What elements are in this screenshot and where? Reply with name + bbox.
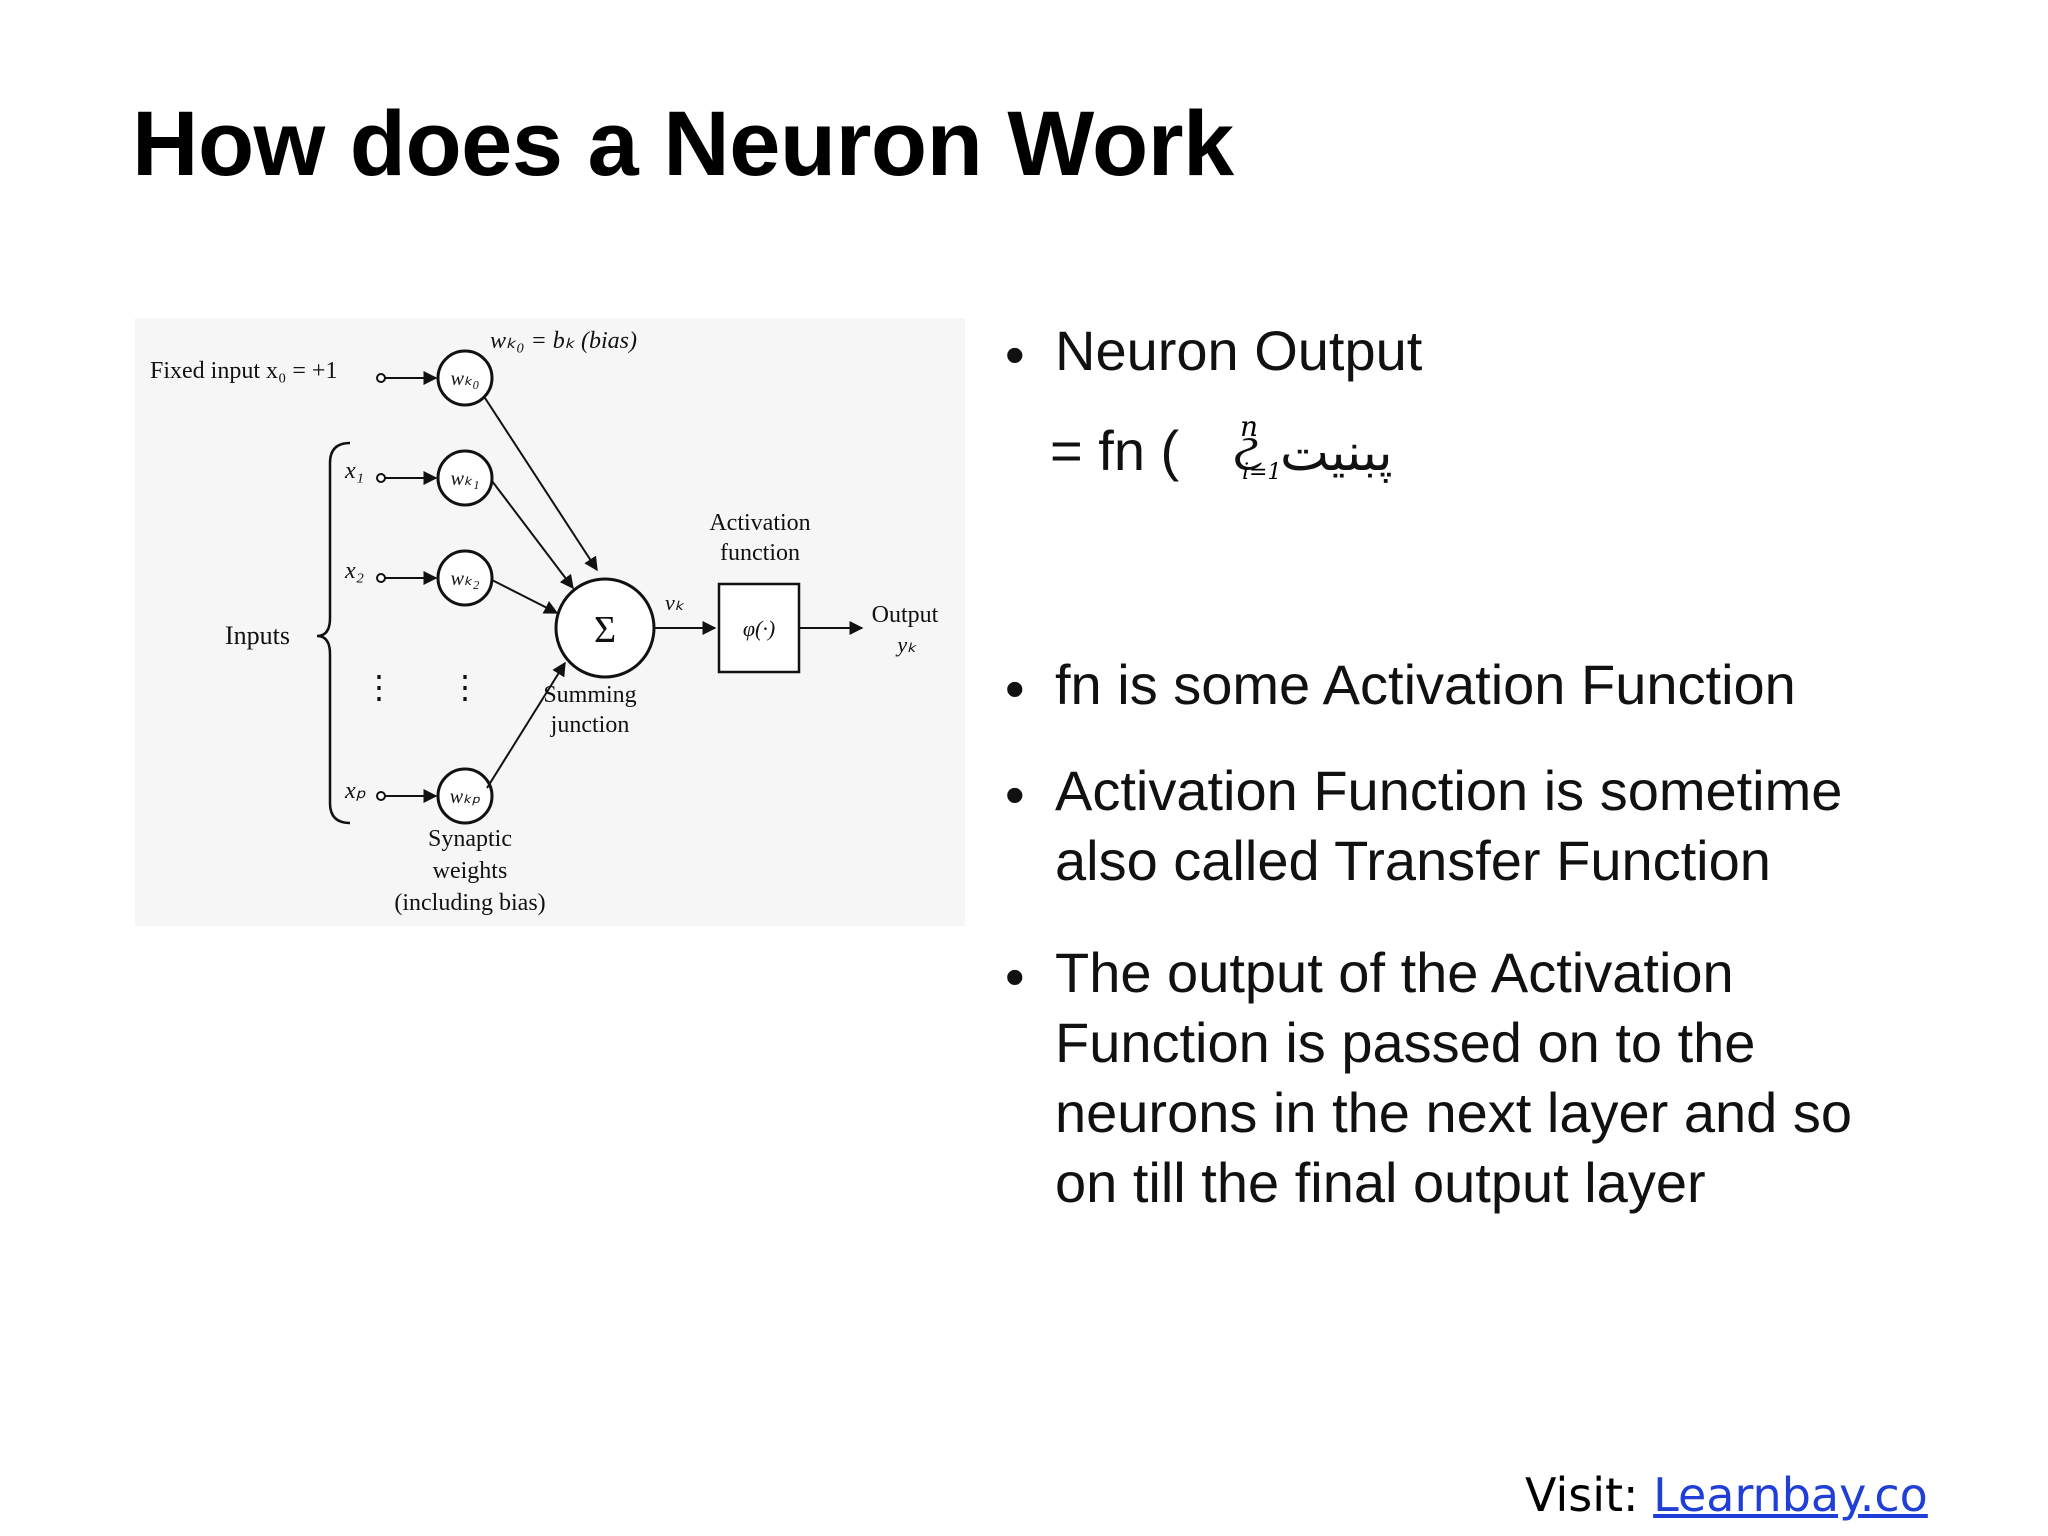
slide-title: How does a Neuron Work bbox=[132, 93, 1234, 195]
inputs-label: Inputs bbox=[225, 621, 290, 650]
input-x1-label: x₁ bbox=[344, 458, 364, 484]
bullet-text-line: Function is passed on to the bbox=[1055, 1011, 1756, 1074]
footer-visit: Visit: Learnbay.co bbox=[1525, 1468, 1928, 1522]
formula-sum-upper: n bbox=[1240, 410, 1259, 443]
input-xp-label: xₚ bbox=[344, 778, 367, 804]
neuron-diagram-svg: Fixed input x₀ = +1 wₖ₀ wₖ₀ = bₖ (bias) … bbox=[150, 328, 939, 916]
formula-prefix: = fn ( bbox=[1050, 419, 1180, 482]
phi-symbol: φ(·) bbox=[743, 616, 775, 641]
yk-label: yₖ bbox=[895, 632, 917, 657]
bullet-marker: • bbox=[1005, 657, 1025, 720]
neuron-output-formula: = fn ( ટ پبنیت bbox=[1050, 418, 1393, 484]
formula-glyphs: ટ پبنیت bbox=[1233, 423, 1393, 483]
fixed-input-label: Fixed input x₀ = +1 bbox=[150, 358, 337, 384]
synaptic-caption-1: Synaptic bbox=[428, 826, 512, 852]
bullet-text-line: Activation Function is sometime bbox=[1055, 759, 1843, 822]
formula-sum-lower: i=1 bbox=[1242, 460, 1282, 485]
weight-ellipsis: ⋮ bbox=[449, 669, 481, 705]
sigma-symbol: Σ bbox=[594, 609, 616, 651]
bullet-marker: • bbox=[1005, 323, 1025, 386]
input-ellipsis: ⋮ bbox=[363, 669, 395, 705]
bullet-activation-function: fn is some Activation Function bbox=[1055, 653, 1796, 716]
activation-function-box bbox=[717, 582, 801, 674]
weight-label-k1: wₖ₁ bbox=[451, 468, 480, 490]
learnbay-link[interactable]: Learnbay.co bbox=[1653, 1468, 1928, 1522]
weight-node-k0 bbox=[436, 349, 494, 407]
summing-caption-1: Summing bbox=[543, 682, 636, 708]
weight-node-k1 bbox=[436, 449, 494, 507]
bullet-text-line: on till the final output layer bbox=[1055, 1151, 1706, 1214]
bias-label: wₖ₀ = bₖ (bias) bbox=[490, 328, 637, 354]
output-label: Output bbox=[872, 602, 939, 628]
bullet-output-passed-on: The output of the Activation Function is… bbox=[1055, 938, 1852, 1218]
bullet-text-line: also called Transfer Function bbox=[1055, 829, 1771, 892]
neuron-diagram: Fixed input x₀ = +1 wₖ₀ wₖ₀ = bₖ (bias) … bbox=[135, 318, 965, 926]
weight-node-kp bbox=[436, 767, 494, 825]
bullet-marker: • bbox=[1005, 945, 1025, 1008]
bullet-marker: • bbox=[1005, 763, 1025, 826]
input-x2-label: x₂ bbox=[344, 558, 364, 584]
weight-label-k0: wₖ₀ bbox=[451, 368, 480, 390]
bullet-text-line: The output of the Activation bbox=[1055, 941, 1734, 1004]
weight-label-k2: wₖ₂ bbox=[451, 568, 480, 590]
synaptic-caption-2: weights bbox=[433, 858, 508, 884]
bullet-neuron-output: Neuron Output bbox=[1055, 319, 1423, 382]
activation-caption-1: Activation bbox=[709, 510, 810, 536]
summing-caption-2: junction bbox=[550, 712, 630, 738]
weight-label-kp: wₖₚ bbox=[450, 786, 481, 808]
activation-caption-2: function bbox=[720, 540, 800, 566]
footer-visit-label: Visit: bbox=[1525, 1468, 1654, 1522]
vk-label: vₖ bbox=[665, 590, 685, 615]
bullet-text-line: neurons in the next layer and so bbox=[1055, 1081, 1852, 1144]
weight-node-k2 bbox=[436, 549, 494, 607]
synaptic-caption-3: (including bias) bbox=[394, 890, 545, 916]
bullet-transfer-function: Activation Function is sometime also cal… bbox=[1055, 756, 1842, 896]
inputs-brace bbox=[316, 441, 351, 825]
